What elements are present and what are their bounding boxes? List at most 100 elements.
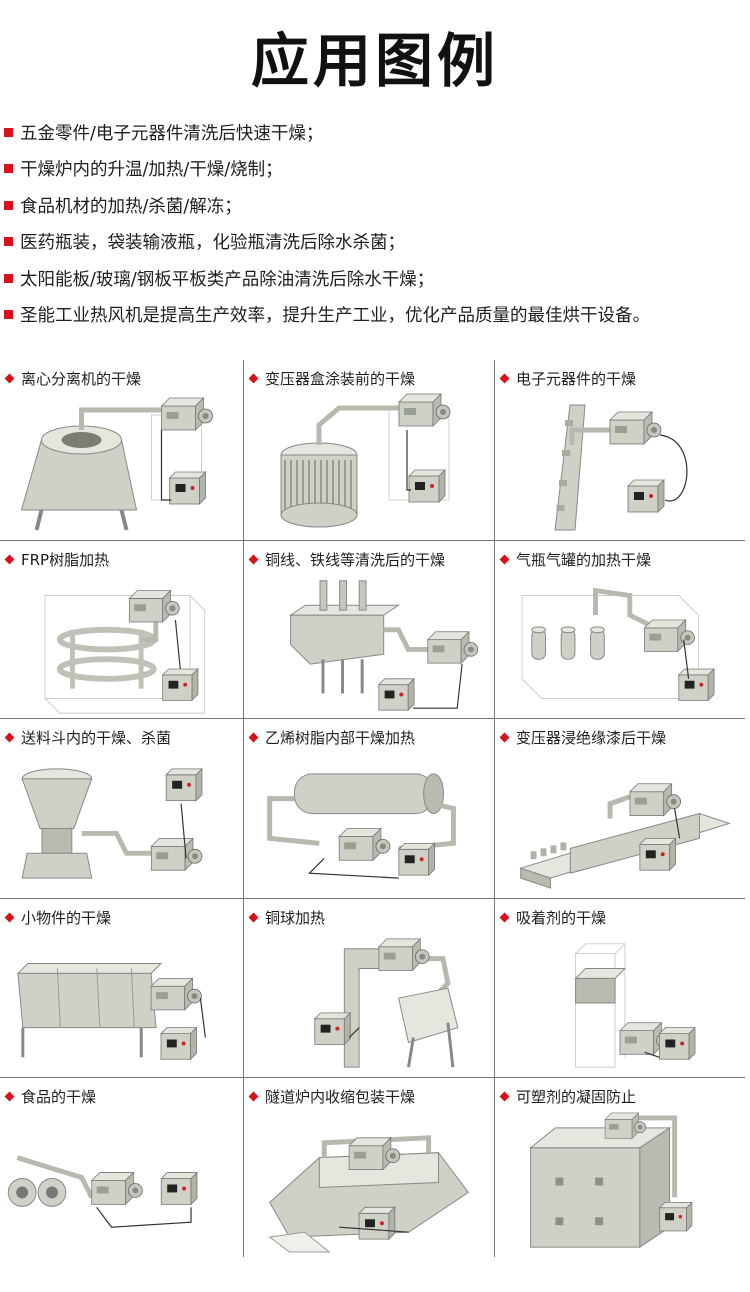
example-label: FRP树脂加热 — [4, 549, 110, 570]
bullet-item: 医药瓶装，袋装输液瓶，化验瓶清洗后除水杀菌； — [0, 224, 750, 261]
plasticizer-scene — [495, 1108, 745, 1257]
example-cell: 电子元器件的干燥 — [495, 360, 745, 540]
red-diamond-icon — [4, 912, 15, 923]
red-square-icon — [4, 310, 13, 320]
centrifuge-scene — [0, 390, 243, 540]
bullet-text: 圣能工业热风机是提高生产效率，提升生产工业，优化产品质量的最佳烘干设备。 — [20, 306, 650, 327]
example-label-text: 小物件的干燥 — [21, 909, 112, 927]
example-cell: 铜线、铁线等清洗后的干燥 — [244, 541, 494, 718]
hopper-scene — [0, 749, 243, 898]
red-square-icon — [4, 200, 13, 210]
grid-divider — [0, 1077, 745, 1078]
example-label-text: 变压器盒涂装前的干燥 — [265, 370, 416, 388]
red-diamond-icon — [4, 1091, 15, 1102]
example-label: 食品的干燥 — [4, 1086, 97, 1107]
page-title: 应用图例 — [250, 27, 499, 95]
red-square-icon — [4, 237, 13, 247]
red-diamond-icon — [499, 373, 510, 384]
red-diamond-icon — [248, 732, 259, 743]
example-cell: 气瓶气罐的加热干燥 — [495, 541, 745, 718]
copper-ball-scene — [244, 929, 494, 1077]
bullet-item: 五金零件/电子元器件清洗后快速干燥； — [0, 114, 750, 151]
red-diamond-icon — [499, 912, 510, 923]
red-diamond-icon — [248, 912, 259, 923]
example-label-text: 可塑剂的凝固防止 — [516, 1088, 637, 1106]
red-diamond-icon — [248, 1091, 259, 1102]
bullet-item: 食品机材的加热/杀菌/解冻； — [0, 187, 750, 224]
red-square-icon — [4, 273, 13, 283]
red-diamond-icon — [248, 373, 259, 384]
example-label: 离心分离机的干燥 — [4, 368, 142, 389]
example-label-text: 离心分离机的干燥 — [21, 370, 142, 388]
bullet-text: 太阳能板/玻璃/钢板平板类产品除油清洗后除水干燥； — [20, 269, 435, 290]
red-diamond-icon — [4, 554, 15, 565]
example-label: 变压器盒涂装前的干燥 — [248, 368, 416, 389]
grid-divider — [0, 540, 745, 541]
example-label-text: 吸着剂的干燥 — [516, 909, 607, 927]
transformer-box-scene — [244, 390, 494, 540]
red-diamond-icon — [499, 732, 510, 743]
example-label-text: 铜球加热 — [265, 909, 326, 927]
grid-divider — [243, 360, 244, 1257]
bullet-text: 医药瓶装，袋装输液瓶，化验瓶清洗后除水杀菌； — [20, 233, 405, 254]
example-label: 可塑剂的凝固防止 — [499, 1086, 637, 1107]
example-label-text: 电子元器件的干燥 — [516, 370, 637, 388]
example-cell: 隧道炉内收缩包装干燥 — [244, 1078, 494, 1257]
bullet-item: 干燥炉内的升温/加热/干燥/烧制； — [0, 151, 750, 188]
bullet-text: 食品机材的加热/杀菌/解冻； — [20, 196, 242, 217]
example-label-text: 食品的干燥 — [21, 1088, 97, 1106]
example-label: 隧道炉内收缩包装干燥 — [248, 1086, 416, 1107]
grid-divider — [494, 360, 495, 1257]
small-parts-scene — [0, 929, 243, 1077]
bullet-text: 干燥炉内的升温/加热/干燥/烧制； — [20, 160, 283, 181]
red-diamond-icon — [4, 373, 15, 384]
red-square-icon — [4, 164, 13, 174]
example-cell: 小物件的干燥 — [0, 899, 243, 1077]
example-cell: 可塑剂的凝固防止 — [495, 1078, 745, 1257]
example-cell: 变压器浸绝缘漆后干燥 — [495, 719, 745, 898]
wire-drying-scene — [244, 571, 494, 718]
example-label: 气瓶气罐的加热干燥 — [499, 549, 652, 570]
example-label: 吸着剂的干燥 — [499, 907, 607, 928]
example-cell: 食品的干燥 — [0, 1078, 243, 1257]
transformer-varnish-scene — [495, 749, 745, 898]
adsorbent-scene — [495, 929, 745, 1077]
example-cell: 送料斗内的干燥、杀菌 — [0, 719, 243, 898]
food-drying-scene — [0, 1108, 243, 1257]
red-diamond-icon — [499, 1091, 510, 1102]
example-label-text: 铜线、铁线等清洗后的干燥 — [265, 551, 446, 569]
example-cell: 变压器盒涂装前的干燥 — [244, 360, 494, 540]
example-cell: 乙烯树脂内部干燥加热 — [244, 719, 494, 898]
example-cell: 离心分离机的干燥 — [0, 360, 243, 540]
example-label-text: 送料斗内的干燥、杀菌 — [21, 729, 172, 747]
bullet-item: 圣能工业热风机是提高生产效率，提升生产工业，优化产品质量的最佳烘干设备。 — [0, 297, 750, 334]
example-label: 送料斗内的干燥、杀菌 — [4, 727, 172, 748]
electronics-scene — [495, 390, 745, 540]
application-bullet-list: 五金零件/电子元器件清洗后快速干燥； 干燥炉内的升温/加热/干燥/烧制； 食品机… — [0, 114, 750, 333]
frp-resin-scene — [0, 571, 243, 718]
red-diamond-icon — [4, 732, 15, 743]
example-label-text: 乙烯树脂内部干燥加热 — [265, 729, 416, 747]
example-label: 小物件的干燥 — [4, 907, 112, 928]
example-label: 电子元器件的干燥 — [499, 368, 637, 389]
gas-cylinder-scene — [495, 571, 745, 718]
tunnel-oven-scene — [244, 1108, 494, 1257]
grid-divider — [0, 718, 745, 719]
example-label: 铜线、铁线等清洗后的干燥 — [248, 549, 446, 570]
red-diamond-icon — [248, 554, 259, 565]
example-cell: FRP树脂加热 — [0, 541, 243, 718]
example-label-text: 气瓶气罐的加热干燥 — [516, 551, 652, 569]
red-diamond-icon — [499, 554, 510, 565]
example-cell: 吸着剂的干燥 — [495, 899, 745, 1077]
example-label: 变压器浸绝缘漆后干燥 — [499, 727, 667, 748]
example-label: 铜球加热 — [248, 907, 326, 928]
example-label: 乙烯树脂内部干燥加热 — [248, 727, 416, 748]
example-cell: 铜球加热 — [244, 899, 494, 1077]
example-label-text: 隧道炉内收缩包装干燥 — [265, 1088, 416, 1106]
example-label-text: FRP树脂加热 — [21, 551, 110, 569]
grid-divider — [0, 898, 745, 899]
red-square-icon — [4, 127, 13, 137]
bullet-item: 太阳能板/玻璃/钢板平板类产品除油清洗后除水干燥； — [0, 260, 750, 297]
bullet-text: 五金零件/电子元器件清洗后快速干燥； — [20, 123, 324, 144]
example-label-text: 变压器浸绝缘漆后干燥 — [516, 729, 667, 747]
